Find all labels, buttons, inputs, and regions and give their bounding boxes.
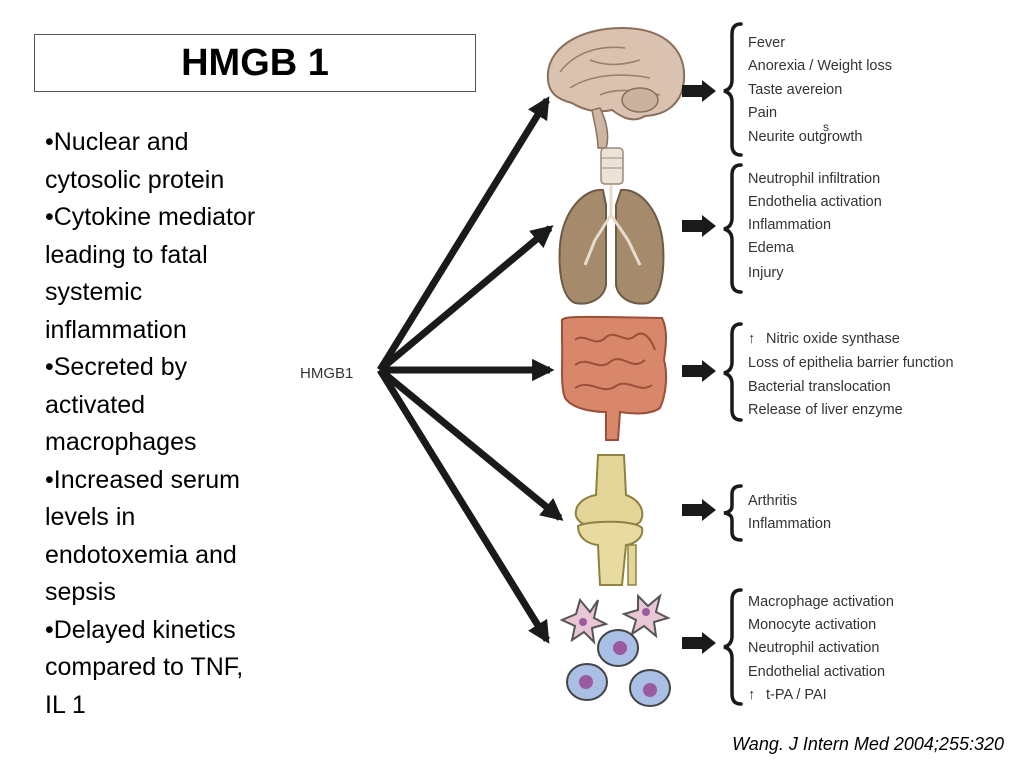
bullet-item: •Increased serum levels in endotoxemia a… (45, 465, 240, 607)
bullet-item: •Secreted by activated macrophages (45, 353, 197, 456)
effect-label: t-PA / PAI (766, 687, 827, 703)
brace-icon (723, 322, 743, 422)
brace-icon (723, 22, 743, 157)
citation: Wang. J Intern Med 2004;255:320 (732, 734, 1004, 754)
bullet-list: •Nuclear and cytosolic protein •Cytokine… (45, 124, 295, 724)
up-arrow-icon: ↑ (748, 687, 755, 703)
effect-label: Neutrophil infiltration (748, 171, 880, 187)
brace-icon (723, 484, 743, 542)
knee-illustration (574, 454, 644, 586)
slide-title: HMGB 1 (34, 34, 476, 92)
brain-effects: Fever Anorexia / Weight loss Taste avere… (748, 35, 892, 145)
effect-label: Injury (748, 265, 784, 281)
arrow-to-lung (377, 225, 554, 373)
trachea-illustration (600, 147, 624, 185)
hub-arrows (377, 96, 564, 644)
effect-label: Loss of epithelia barrier function (748, 355, 954, 371)
effect-label: Inflammation (748, 217, 831, 233)
lung-illustration (558, 185, 665, 305)
intestine-illustration (560, 315, 668, 441)
block-arrow-icon (682, 499, 716, 521)
brace-icon (723, 163, 743, 294)
cell-effects: Macrophage activation Monocyte activatio… (748, 594, 894, 703)
effect-label: Pain (748, 105, 777, 121)
effect-label: Taste avereion (748, 82, 842, 98)
effect-label: Neurite outgrowth (748, 129, 862, 145)
bullet-item: •Delayed kinetics compared to TNF, IL 1 (45, 615, 244, 719)
effect-label: Release of liver enzyme (748, 402, 903, 418)
effect-label: Anorexia / Weight loss (748, 58, 892, 74)
arrow-to-cells (377, 368, 550, 644)
effect-label: Bacterial translocation (748, 379, 891, 395)
effect-label: Fever (748, 35, 785, 51)
bullet-item: •Nuclear and cytosolic protein (45, 128, 225, 194)
block-arrow-icon (682, 632, 716, 654)
hub-label: HMGB1 (300, 365, 353, 382)
brain-illustration (546, 26, 686, 149)
effect-label: Arthritis (748, 493, 797, 509)
effect-arrows (682, 80, 716, 654)
effect-label: Endothelial activation (748, 664, 885, 680)
bullet-item: •Cytokine mediator leading to fatal syst… (45, 203, 256, 344)
arrow-to-brain (377, 96, 550, 372)
effect-label: Nitric oxide synthase (766, 331, 900, 347)
effect-label: Inflammation (748, 516, 831, 532)
intestine-effects: ↑ Nitric oxide synthase Loss of epitheli… (748, 331, 954, 418)
effect-label: Edema (748, 240, 795, 256)
brace-icon (723, 588, 743, 706)
up-arrow-icon: ↑ (748, 331, 755, 347)
joint-effects: Arthritis Inflammation (748, 493, 831, 532)
braces (723, 22, 743, 706)
effect-label: Macrophage activation (748, 594, 894, 610)
block-arrow-icon (682, 360, 716, 382)
stray-character: s (823, 120, 829, 134)
block-arrow-icon (682, 80, 716, 102)
effect-label: Neutrophil activation (748, 640, 879, 656)
arrow-to-joint (377, 367, 564, 521)
effect-label: Endothelia activation (748, 194, 882, 210)
lung-effects: Neutrophil infiltration Endothelia activ… (748, 171, 882, 281)
block-arrow-icon (682, 215, 716, 237)
cells-illustration (559, 593, 671, 707)
effect-label: Monocyte activation (748, 617, 876, 633)
